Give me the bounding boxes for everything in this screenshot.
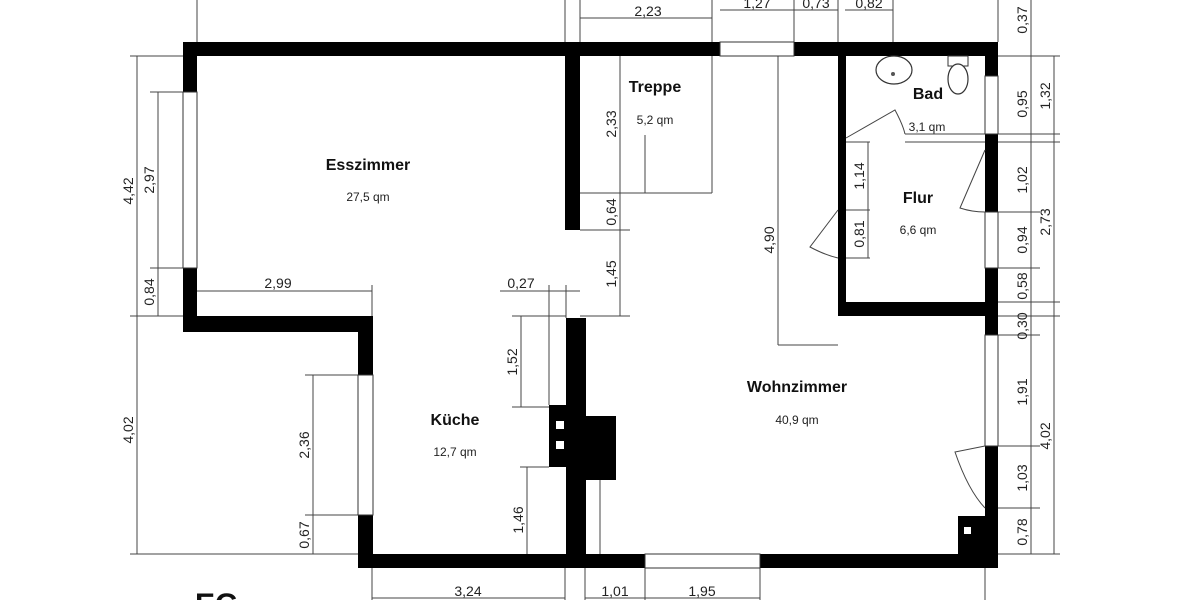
dim-right-outer-2: 2,73 bbox=[1037, 208, 1053, 235]
dim-bottom-3: 1,95 bbox=[688, 583, 715, 599]
room-name-esszimmer: Esszimmer bbox=[326, 157, 411, 174]
dimension-labels-horizontal: 2,23 1,27 0,73 0,82 2,99 0,27 3,24 1,01 … bbox=[264, 0, 882, 599]
dim-right-9: 0,78 bbox=[1014, 518, 1030, 545]
bathroom-fixtures bbox=[875, 55, 969, 95]
dim-treppe-height: 2,33 bbox=[603, 110, 619, 137]
room-name-kueche: Küche bbox=[431, 412, 480, 429]
dim-wall-upper: 1,52 bbox=[504, 348, 520, 375]
room-area-esszimmer: 27,5 qm bbox=[346, 190, 389, 204]
dim-wohnzimmer-depth: 4,90 bbox=[761, 226, 777, 253]
dim-esszimmer-width: 2,99 bbox=[264, 275, 291, 291]
room-labels: Esszimmer 27,5 qm Treppe 5,2 qm Bad 3,1 … bbox=[326, 79, 946, 459]
dim-right-5: 0,58 bbox=[1014, 272, 1030, 299]
dim-left-inner-1: 2,97 bbox=[141, 166, 157, 193]
dim-right-6: 0,30 bbox=[1014, 312, 1030, 339]
toilet-bowl-icon bbox=[947, 63, 969, 95]
dimension-lines bbox=[130, 0, 1060, 600]
dim-wall-lower: 1,46 bbox=[510, 506, 526, 533]
dim-kitchen-1: 2,36 bbox=[296, 431, 312, 458]
room-area-kueche: 12,7 qm bbox=[433, 445, 476, 459]
dim-bottom-1: 3,24 bbox=[454, 583, 481, 599]
room-area-flur: 6,6 qm bbox=[900, 223, 937, 237]
dim-top-1: 2,23 bbox=[634, 3, 661, 19]
dim-bottom-2: 1,01 bbox=[601, 583, 628, 599]
dim-right-1: 0,37 bbox=[1014, 6, 1030, 33]
dim-left-inner-2: 0,84 bbox=[141, 278, 157, 305]
dim-top-2: 1,27 bbox=[743, 0, 770, 11]
dim-chimney-width: 0,27 bbox=[507, 275, 534, 291]
level-label: EG bbox=[195, 588, 238, 600]
dim-right-outer-3: 4,02 bbox=[1037, 422, 1053, 449]
room-name-wohnzimmer: Wohnzimmer bbox=[747, 379, 847, 396]
dim-kitchen-2: 0,67 bbox=[296, 521, 312, 548]
dim-treppe-gap: 0,64 bbox=[603, 198, 619, 225]
windows bbox=[182, 41, 999, 569]
dim-flur-door: 0,81 bbox=[851, 220, 867, 247]
dim-opening: 1,45 bbox=[603, 260, 619, 287]
room-name-flur: Flur bbox=[903, 190, 933, 207]
sink-icon bbox=[875, 55, 913, 85]
room-area-bad: 3,1 qm bbox=[909, 120, 946, 134]
dim-right-4: 0,94 bbox=[1014, 226, 1030, 253]
dim-top-3: 0,73 bbox=[802, 0, 829, 11]
dim-left-outer-1: 4,42 bbox=[120, 177, 136, 204]
dim-right-2: 0,95 bbox=[1014, 90, 1030, 117]
dimension-labels-vertical: 4,42 4,02 2,97 0,84 2,36 0,67 1,52 1,46 … bbox=[120, 6, 1053, 548]
room-area-treppe: 5,2 qm bbox=[637, 113, 674, 127]
room-area-wohnzimmer: 40,9 qm bbox=[775, 413, 818, 427]
dim-flur-upper: 1,14 bbox=[851, 162, 867, 189]
dim-right-7: 1,91 bbox=[1014, 378, 1030, 405]
doors bbox=[809, 109, 986, 509]
dim-top-4: 0,82 bbox=[855, 0, 882, 11]
dim-right-8: 1,03 bbox=[1014, 464, 1030, 491]
dim-right-3: 1,02 bbox=[1014, 166, 1030, 193]
room-name-treppe: Treppe bbox=[629, 79, 682, 96]
room-name-bad: Bad bbox=[913, 86, 943, 103]
dim-left-outer-2: 4,02 bbox=[120, 416, 136, 443]
dim-right-outer-1: 1,32 bbox=[1037, 82, 1053, 109]
